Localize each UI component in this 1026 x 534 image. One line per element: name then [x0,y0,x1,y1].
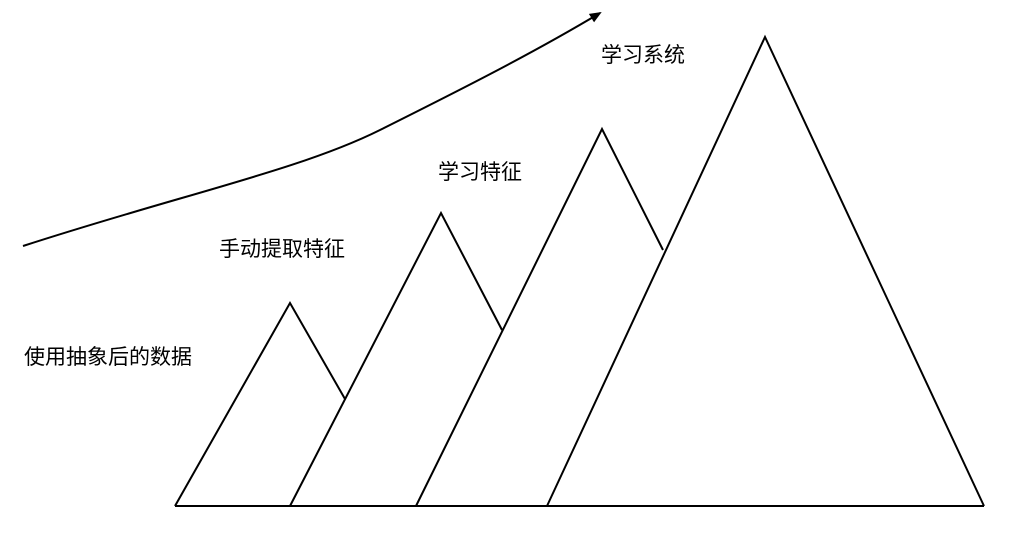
progress-arrow [22,11,602,247]
stage-label-learned-features: 学习特征 [438,160,522,184]
mountain-learning-system [546,34,985,507]
stage-label-learning-system: 学习系统 [601,43,685,67]
mountain-manual-features [289,210,503,507]
stage-label-raw-data: 使用抽象后的数据 [24,345,192,369]
mountain-learned-features [415,126,664,507]
stage-label-manual-features: 手动提取特征 [219,237,345,261]
mountain-raw-data [174,300,346,507]
